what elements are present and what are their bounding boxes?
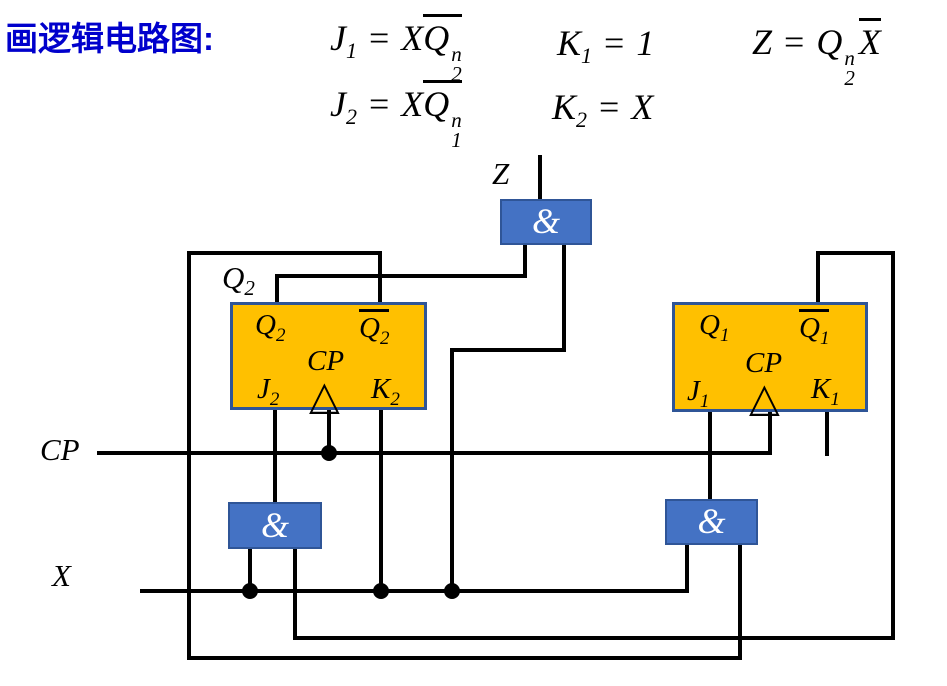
wire-q1bar-bottom — [293, 636, 895, 640]
wire-q2-pin — [275, 274, 279, 304]
wire-x-branch-up — [450, 348, 454, 595]
and-symbol: & — [531, 201, 560, 241]
ff1-clock-edge-icon: △ — [749, 375, 780, 421]
wire-q1bar-top — [816, 251, 895, 255]
junction-dot-x3 — [444, 583, 460, 599]
formula-k2: K2 = X — [552, 86, 653, 133]
wire-x-rail — [140, 589, 687, 593]
equals-sign: = — [599, 87, 620, 127]
formula-j2-q-sup: n — [451, 108, 462, 132]
formula-j1-lhs: J — [330, 18, 346, 58]
wire-left-and-to-j2 — [273, 410, 277, 504]
formula-z-lhs: Z — [752, 22, 773, 62]
formula-z-q-sup: n — [844, 46, 855, 70]
wire-q2bar-pin — [378, 251, 382, 304]
wire-right-and-to-j1 — [708, 412, 712, 501]
page-title: 画逻辑电路图: — [5, 20, 214, 57]
formula-j1-lhs-sub: 1 — [345, 38, 357, 64]
ff2-k-label: K2 — [371, 373, 400, 410]
wire-q2-horizontal — [275, 274, 527, 278]
junction-dot-x2 — [373, 583, 389, 599]
wire-cp-to-ff1-clock — [768, 412, 772, 455]
equals-sign: = — [784, 22, 805, 62]
formula-k1-lhs-sub: 1 — [581, 43, 593, 69]
ff1-j-label: J1 — [687, 375, 710, 412]
and-symbol: & — [697, 501, 726, 541]
q2-wire-label: Q2 — [222, 260, 255, 301]
x-signal-label: X — [52, 558, 71, 593]
equals-sign: = — [604, 23, 625, 63]
formula-k1-lhs: K — [557, 23, 582, 63]
and-symbol: & — [260, 504, 289, 545]
wire-q2bar-bottom — [187, 656, 742, 660]
wire-k1-stub — [825, 412, 829, 456]
ff1-q-label: Q1 — [699, 309, 730, 346]
and-gate-left: & — [228, 502, 322, 549]
ff2-cp-label: CP — [307, 345, 345, 377]
ff2-clock-edge-icon: △ — [309, 373, 340, 419]
junction-dot-x1 — [242, 583, 258, 599]
overline-group: X — [858, 18, 881, 62]
z-signal-label: Z — [492, 156, 510, 191]
formula-k2-lhs-sub: 2 — [576, 107, 588, 133]
formula-z-q-sub: 2 — [844, 65, 855, 90]
ff2-j-label: J2 — [257, 373, 280, 410]
formula-j2-lhs: J — [330, 84, 346, 124]
formula-j1-q: Q — [423, 18, 450, 58]
and-gate-right: & — [665, 499, 758, 545]
wire-cp-to-ff2-clock — [327, 410, 331, 455]
equals-sign: = — [368, 84, 390, 124]
ff2-q-label: Q2 — [255, 309, 286, 346]
formula-j2-q: Q — [423, 84, 450, 124]
wire-q2bar-left-vertical — [187, 251, 191, 660]
wire-x-branch-horizontal — [450, 348, 566, 352]
formula-z-xbar: X — [858, 22, 881, 62]
wire-x-to-left-and — [248, 549, 252, 593]
wire-x-to-top-and — [562, 245, 566, 352]
formula-k2-rhs: X — [631, 87, 654, 127]
ff2-qbar-label: Q2 — [359, 309, 390, 348]
equals-sign: = — [368, 18, 390, 58]
formula-z-q: Q — [816, 22, 843, 62]
junction-dot-cp — [321, 445, 337, 461]
jk-flipflop-2: Q2 Q2 CP J2 K2 △ — [230, 302, 427, 416]
wire-q1bar-to-left-and — [293, 549, 297, 640]
wire-x-to-k2 — [379, 410, 383, 593]
wire-x-to-right-and — [685, 545, 689, 593]
formula-j2-lhs-sub: 2 — [345, 104, 357, 130]
formula-k1: K1 = 1 — [557, 22, 654, 69]
formula-k1-rhs: 1 — [636, 23, 655, 63]
wire-q2bar-to-right-and — [738, 545, 742, 660]
formula-j1-q-sup: n — [451, 42, 462, 66]
wire-q1bar-right-vertical — [891, 251, 895, 640]
formula-k2-lhs: K — [552, 87, 577, 127]
and-gate-top: & — [500, 199, 592, 245]
formula-j2-q-sub: 1 — [451, 127, 462, 152]
ff1-cp-label: CP — [745, 347, 783, 379]
formula-j1-q-sub: 2 — [451, 61, 462, 86]
formula-j1-factor: X — [401, 18, 424, 58]
wire-z-output — [538, 155, 542, 201]
cp-signal-label: CP — [40, 432, 80, 467]
formula-j2-factor: X — [401, 84, 424, 124]
ff1-qbar-label: Q1 — [799, 309, 830, 348]
ff1-k-label: K1 — [811, 373, 840, 410]
wire-q2bar-top — [187, 251, 382, 255]
wire-cp-rail — [97, 451, 770, 455]
wire-q1bar-pin — [816, 251, 820, 304]
jk-flipflop-1: Q1 Q1 CP J1 K1 △ — [672, 302, 868, 418]
wire-q2-to-top-and — [523, 245, 527, 278]
